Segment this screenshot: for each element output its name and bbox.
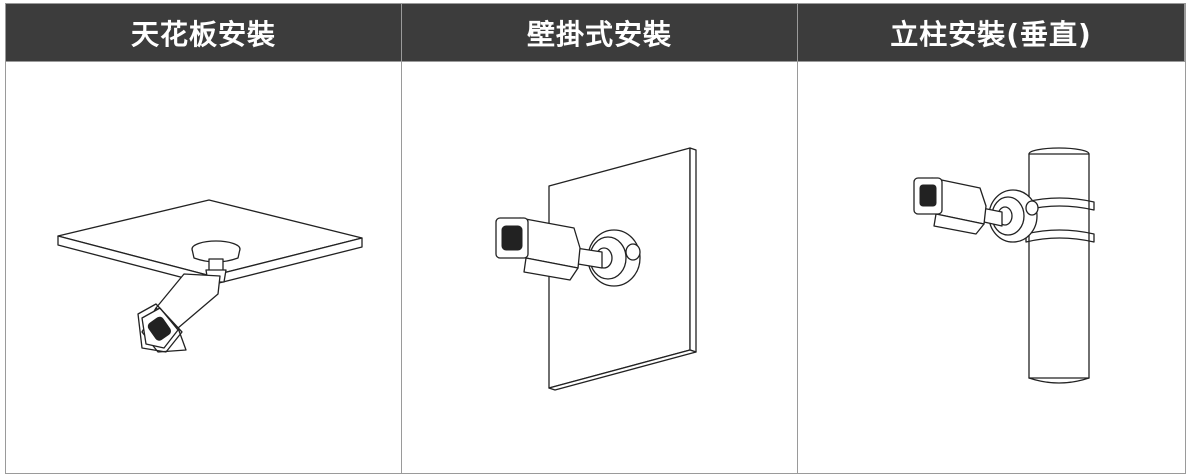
header-ceiling-mount: 天花板安裝 — [6, 4, 402, 61]
pole-mount-camera-icon — [913, 147, 1095, 384]
cell-wall-mount — [402, 61, 798, 473]
cell-ceiling-mount — [6, 61, 402, 473]
cell-pole-mount — [798, 61, 1185, 473]
installation-table: 天花板安裝 壁掛式安裝 立柱安裝(垂直) — [5, 3, 1186, 474]
ceiling-mount-camera-icon — [57, 199, 363, 353]
header-pole-mount: 立柱安裝(垂直) — [798, 4, 1185, 61]
header-wall-mount: 壁掛式安裝 — [402, 4, 798, 61]
wall-mount-camera-icon — [495, 147, 697, 391]
